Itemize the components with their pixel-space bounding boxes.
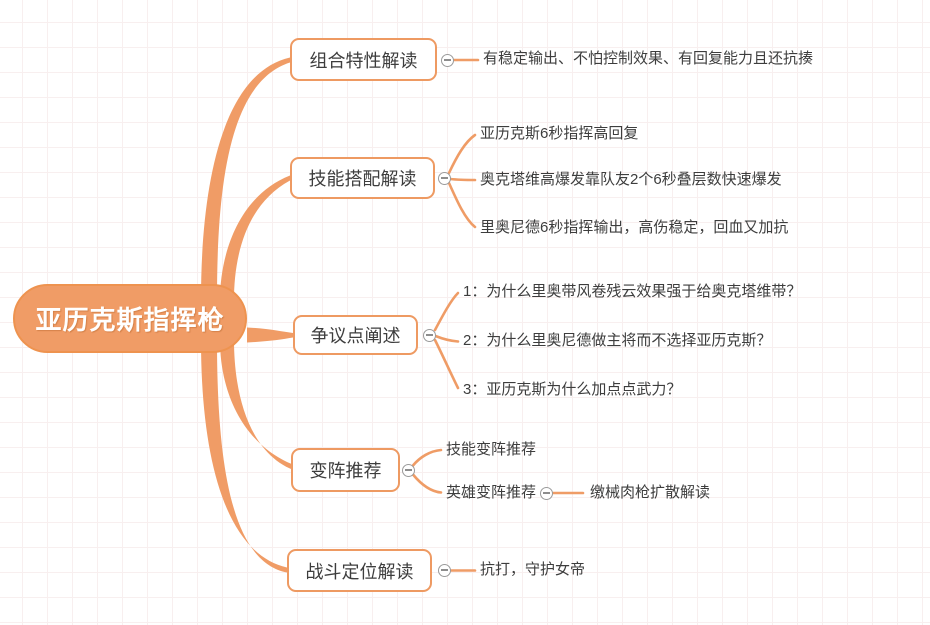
collapse-button-3[interactable] bbox=[422, 328, 436, 342]
root-topic[interactable]: 亚历克斯指挥枪 bbox=[13, 284, 247, 353]
topic-label: 变阵推荐 bbox=[309, 461, 382, 481]
subtopic-3-1[interactable]: 1：为什么里奥带风卷残云效果强于给奥克塔维带？ bbox=[463, 283, 802, 300]
topic-label: 战斗定位解读 bbox=[305, 561, 414, 582]
collapse-button-4-2[interactable] bbox=[539, 486, 553, 500]
branch-curve-4 bbox=[220, 340, 301, 473]
topic-controversies[interactable]: 争议点阐述 bbox=[293, 315, 418, 355]
subtopic-2-1[interactable]: 亚历克斯6秒指挥高回复 bbox=[480, 125, 639, 142]
minus-icon bbox=[443, 59, 451, 61]
minus-icon bbox=[440, 569, 448, 571]
minus-icon bbox=[425, 334, 433, 336]
topic-label: 组合特性解读 bbox=[309, 50, 418, 71]
minus-icon bbox=[542, 492, 550, 494]
child-connector-3-1 bbox=[433, 291, 460, 332]
child-connector-2-3 bbox=[447, 181, 477, 229]
collapse-button-2[interactable] bbox=[437, 171, 451, 185]
collapse-button-5[interactable] bbox=[437, 563, 451, 577]
subtopic-2-3[interactable]: 里奥尼德6秒指挥输出，高伤稳定，回血又加抗 bbox=[480, 219, 789, 236]
child-connector-2-1 bbox=[447, 133, 477, 175]
child-connector-4-2 bbox=[411, 473, 443, 494]
subtopic-3-3[interactable]: 3：亚历克斯为什么加点点武力？ bbox=[463, 381, 682, 398]
branch-curve-2 bbox=[220, 175, 290, 300]
branch-curve-1 bbox=[201, 57, 290, 300]
subtopic-3-2[interactable]: 2：为什么里奥尼德做主将而不选择亚历克斯？ bbox=[463, 332, 772, 349]
subtopic-4-2[interactable]: 英雄变阵推荐 bbox=[446, 484, 537, 501]
subtopic-1-1[interactable]: 有稳定输出、不怕控制效果、有回复能力且还抗揍 bbox=[483, 50, 814, 67]
child-connector-4-1 bbox=[411, 448, 443, 467]
minus-icon bbox=[404, 469, 412, 471]
topic-label: 争议点阐述 bbox=[310, 326, 401, 346]
branch-curve-3 bbox=[247, 327, 293, 343]
topic-formation-recs[interactable]: 变阵推荐 bbox=[291, 448, 400, 492]
child-connector-3-3 bbox=[433, 338, 460, 390]
subtopic-4-2-1[interactable]: 缴械肉枪扩散解读 bbox=[590, 484, 711, 501]
child-connector-3-2 bbox=[434, 334, 460, 343]
root-topic-label: 亚历克斯指挥枪 bbox=[35, 305, 225, 335]
collapse-button-4[interactable] bbox=[401, 463, 415, 477]
topic-combat-role[interactable]: 战斗定位解读 bbox=[287, 549, 432, 592]
topic-label: 技能搭配解读 bbox=[308, 169, 417, 189]
branch-curve-5 bbox=[201, 340, 287, 573]
topic-combo-analysis[interactable]: 组合特性解读 bbox=[290, 38, 437, 81]
minus-icon bbox=[440, 177, 448, 179]
subtopic-2-2[interactable]: 奥克塔维高爆发靠队友2个6秒叠层数快速爆发 bbox=[480, 171, 782, 188]
collapse-button-1[interactable] bbox=[440, 53, 454, 67]
topic-skill-pairing[interactable]: 技能搭配解读 bbox=[290, 157, 435, 199]
subtopic-5-1[interactable]: 抗打，守护女帝 bbox=[480, 561, 586, 578]
subtopic-4-1[interactable]: 技能变阵推荐 bbox=[446, 441, 537, 458]
child-connector-2-2 bbox=[449, 177, 477, 182]
